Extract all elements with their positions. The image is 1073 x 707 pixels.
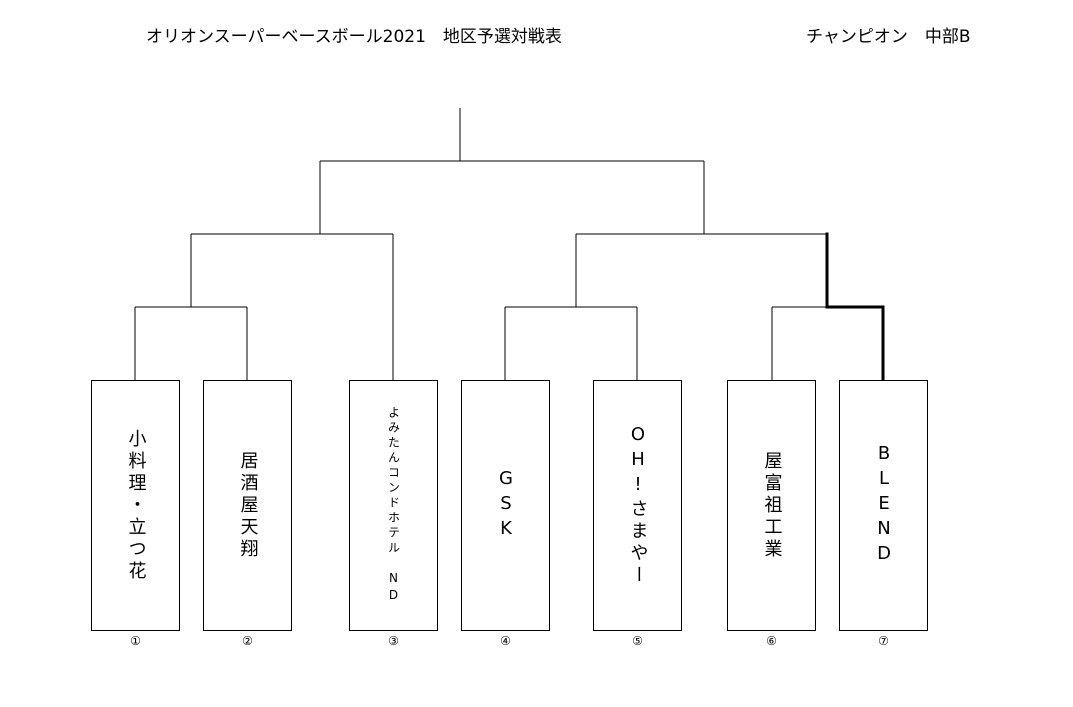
team-box-3: よみたんコンドホテル ND: [349, 380, 438, 631]
seed-number: ⑤: [632, 634, 643, 648]
champion-label: チャンピオン 中部B: [806, 27, 971, 47]
team-box-4: GSK: [461, 380, 550, 631]
team-name: OH!さまやー: [627, 424, 649, 587]
team-name: よみたんコンドホテル ND: [386, 406, 401, 605]
seed-number: ⑦: [878, 634, 889, 648]
seed-number: ②: [242, 634, 253, 648]
seed-number: ④: [500, 634, 511, 648]
team-name: BLEND: [873, 443, 895, 568]
team-name: 小料理・立つ花: [125, 428, 147, 583]
team-name: 屋富祖工業: [761, 450, 783, 561]
team-box-6: 屋富祖工業: [727, 380, 816, 631]
winner-path-line: [825, 232, 885, 382]
team-box-5: OH!さまやー: [593, 380, 682, 631]
seed-number: ⑥: [766, 634, 777, 648]
seed-number: ③: [388, 634, 399, 648]
team-name: 居酒屋天翔: [237, 450, 259, 561]
team-box-1: 小料理・立つ花: [91, 380, 180, 631]
team-name: GSK: [495, 468, 517, 543]
page-title: オリオンスーパーベースボール2021 地区予選対戦表: [146, 27, 562, 47]
team-box-2: 居酒屋天翔: [203, 380, 292, 631]
seed-number: ①: [130, 634, 141, 648]
team-box-7: BLEND: [839, 380, 928, 631]
